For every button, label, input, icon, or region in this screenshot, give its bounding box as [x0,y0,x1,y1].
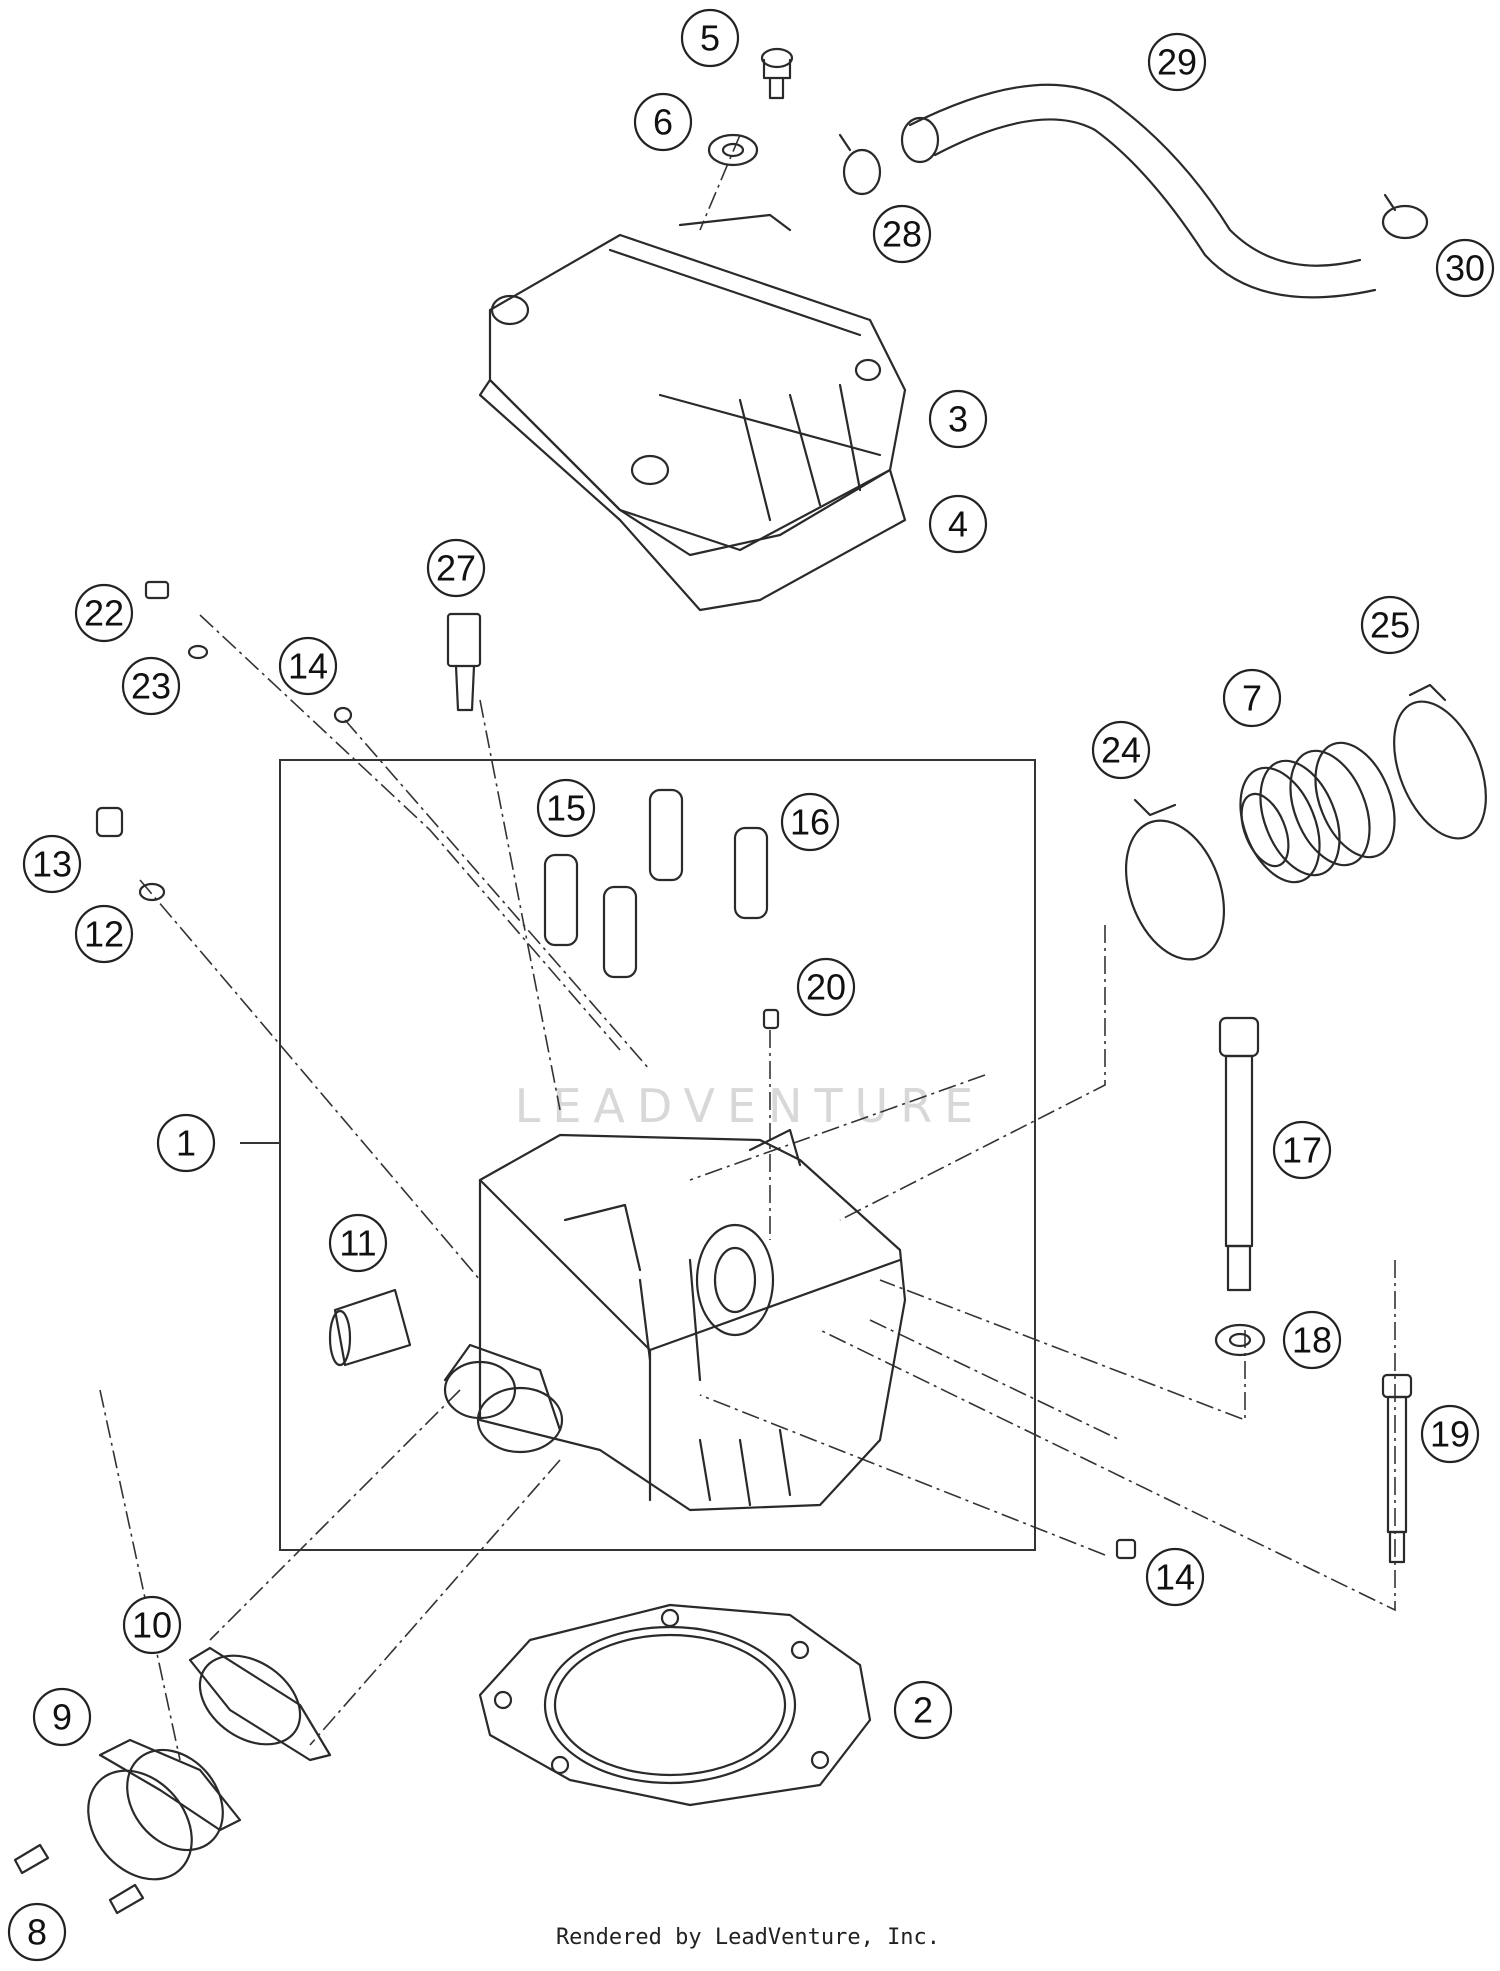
svg-text:11: 11 [339,1223,376,1264]
svg-text:3: 3 [948,399,968,440]
callout-11: 11 [328,1213,388,1273]
callout-14-top: 14 [278,636,338,696]
callout-1: 1 [156,1113,216,1173]
part-11-sleeve [328,1288,412,1367]
svg-text:19: 19 [1430,1414,1470,1455]
part-15-valve-guide [543,853,638,979]
part-14-plug-lower [1115,1538,1137,1560]
svg-text:7: 7 [1242,678,1262,719]
callout-7: 7 [1222,668,1282,728]
svg-text:30: 30 [1445,248,1485,289]
callout-10: 10 [122,1595,182,1655]
svg-text:5: 5 [700,18,720,59]
part-17-bolt [1218,1016,1260,1292]
callout-2: 2 [893,1680,953,1740]
svg-text:8: 8 [27,1912,47,1953]
svg-text:25: 25 [1370,605,1410,646]
svg-text:12: 12 [84,914,124,955]
part-30-clamp [1381,193,1429,240]
part-3-valve-cover [488,213,907,552]
callout-5: 5 [680,8,740,68]
part-22-plug [144,580,170,600]
svg-text:23: 23 [131,666,171,707]
part-18-washer [1214,1323,1266,1357]
callout-13: 13 [22,834,82,894]
part-19-bolt [1381,1373,1413,1564]
cylinder-head-group-frame [279,759,1036,1551]
part-2-head-gasket [478,1603,872,1807]
svg-text:2: 2 [913,1690,933,1731]
part-4-gasket [478,378,907,612]
callout-24: 24 [1091,720,1151,780]
part-6-washer [707,133,759,167]
svg-text:13: 13 [32,844,72,885]
svg-text:4: 4 [948,504,968,545]
svg-text:15: 15 [546,788,586,829]
callout-28: 28 [872,204,932,264]
svg-text:27: 27 [436,548,476,589]
svg-text:22: 22 [84,593,124,634]
leader-lines [99,134,1396,1761]
callout-25: 25 [1360,595,1420,655]
part-5-bolt [760,47,794,100]
callout-29: 29 [1147,32,1207,92]
callout-8: 8 [7,1902,67,1962]
svg-text:24: 24 [1101,730,1141,771]
part-14-plug [333,706,353,724]
callout-3: 3 [928,389,988,449]
svg-text:18: 18 [1292,1320,1332,1361]
part-10-gasket [188,1646,332,1762]
callout-19: 19 [1420,1404,1480,1464]
part-20-screw [762,1008,780,1030]
svg-text:16: 16 [790,802,830,843]
part-25-clamp [1393,683,1487,840]
callout-4: 4 [928,494,988,554]
callout-30: 30 [1435,238,1495,298]
callout-23: 23 [121,656,181,716]
svg-text:6: 6 [653,102,673,143]
svg-text:14: 14 [288,646,328,687]
part-23-seal [187,644,209,660]
svg-text:29: 29 [1157,42,1197,83]
part-8-bolt [13,1843,145,1915]
watermark-text: LEADVENTURE [515,1079,986,1133]
callout-17: 17 [1272,1120,1332,1180]
svg-text:9: 9 [52,1697,72,1738]
credit-text: Rendered by LeadVenture, Inc. [556,1925,940,1950]
callout-15: 15 [536,778,596,838]
part-9-intake-flange [87,1738,242,1881]
callout-12: 12 [74,904,134,964]
callout-22: 22 [74,583,134,643]
callout-18: 18 [1282,1310,1342,1370]
callout-16: 16 [780,792,840,852]
part-29-hose [900,83,1377,299]
callout-6: 6 [633,92,693,152]
part-24-clamp [1124,798,1226,961]
svg-text:10: 10 [132,1605,172,1646]
part-12-seal [138,882,166,902]
svg-text:17: 17 [1282,1130,1322,1171]
callout-14-bottom: 14 [1145,1547,1205,1607]
svg-text:14: 14 [1155,1557,1195,1598]
svg-text:28: 28 [882,214,922,255]
svg-text:1: 1 [176,1123,196,1164]
callout-9: 9 [32,1687,92,1747]
part-16-valve-guide [648,788,769,920]
part-28-clamp [838,133,882,196]
part-7-intake-boot [1239,741,1396,884]
callout-27: 27 [426,538,486,598]
part-27-sensor [446,612,482,712]
part-1-cylinder-head [443,1128,907,1512]
callout-20: 20 [796,957,856,1017]
svg-text:20: 20 [806,967,846,1008]
part-13-plug [95,806,124,838]
